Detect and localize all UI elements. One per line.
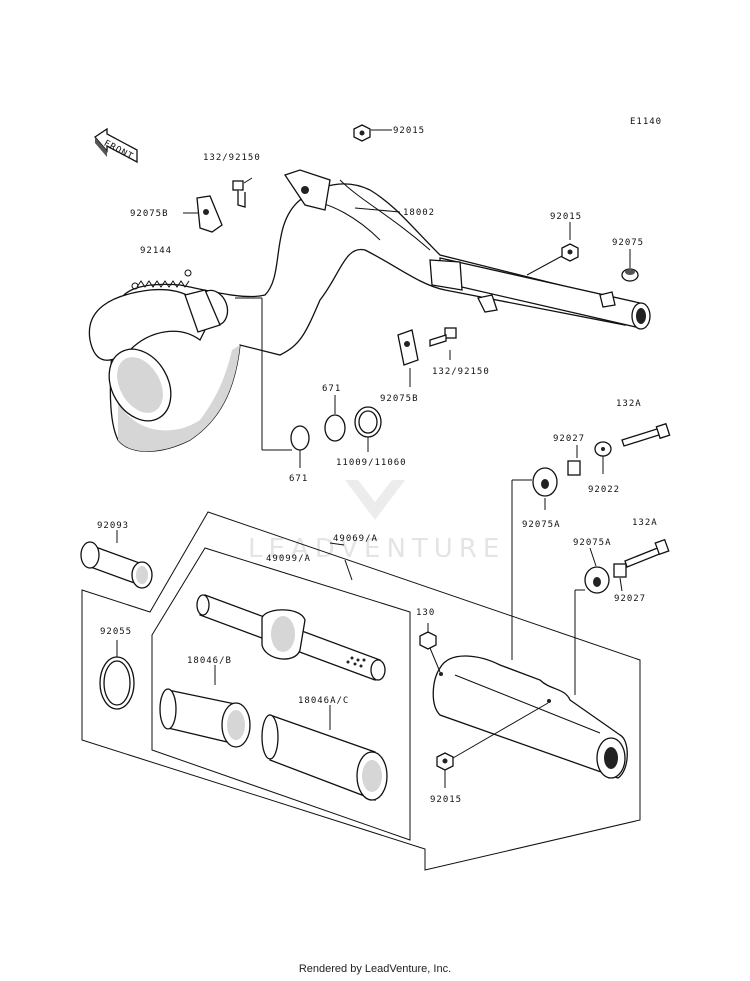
label-92055: 92055 [100, 627, 132, 637]
label-92075a-right: 92075A [573, 538, 612, 548]
label-11009-11060: 11009/11060 [336, 458, 407, 468]
packing-18046b [159, 688, 251, 748]
grommet-92075 [621, 268, 639, 282]
label-49069a: 49069/A [333, 534, 378, 544]
label-92015-bottom: 92015 [430, 795, 462, 805]
gasket-671-a [290, 425, 310, 451]
label-92144: 92144 [140, 246, 172, 256]
label-18002: 18002 [403, 208, 435, 218]
label-132a-right: 132A [632, 518, 658, 528]
bolt-132a-right [624, 538, 670, 568]
washer-92022 [594, 441, 612, 457]
label-92093: 92093 [97, 521, 129, 531]
part-labels: 92015 132/92150 18002 92075B 92015 92075… [97, 126, 658, 805]
label-671-b: 671 [322, 384, 341, 394]
label-18046b: 18046/B [187, 656, 232, 666]
label-130: 130 [416, 608, 435, 618]
watermark: LEADVENTURE [248, 480, 505, 564]
label-18046ac: 18046A/C [298, 696, 349, 706]
bolt-132a-top [621, 422, 671, 447]
label-92075b-top: 92075B [130, 209, 169, 219]
spring-92144 [131, 269, 192, 290]
label-92075a-left: 92075A [522, 520, 561, 530]
silencer-body [432, 655, 628, 779]
label-92075: 92075 [612, 238, 644, 248]
nut-92015-bottom [436, 752, 454, 771]
bolt-132-mid [429, 327, 457, 347]
oring-92055 [99, 656, 135, 710]
label-671-a: 671 [289, 474, 308, 484]
nut-130 [419, 631, 437, 650]
collar-92027-top [567, 460, 581, 476]
label-132-92150-top: 132/92150 [203, 153, 261, 163]
watermark-text: LEADVENTURE [248, 534, 505, 564]
packing-18046ac [261, 714, 388, 801]
label-132a-top: 132A [616, 399, 642, 409]
grommet-92075a-right [584, 566, 610, 594]
sleeve-92093 [80, 541, 153, 589]
exhaust-pipe-part [88, 169, 651, 452]
nut-92015-top [353, 124, 371, 142]
label-132-92150-mid: 132/92150 [432, 367, 490, 377]
assembly-outline-49099 [151, 547, 411, 841]
grommet-92075a-left [532, 467, 558, 497]
label-49099a: 49099/A [266, 554, 311, 564]
footer-credit: Rendered by LeadVenture, Inc. [298, 963, 452, 975]
diagram-code: E1140 [630, 117, 662, 127]
gasket-671-b [324, 414, 346, 442]
nut-92015-mid [561, 243, 579, 262]
leader-lines [116, 129, 631, 788]
label-92075b-mid: 92075B [380, 394, 419, 404]
label-92027-top: 92027 [553, 434, 585, 444]
label-92022: 92022 [588, 485, 620, 495]
bolt-132-top [232, 180, 246, 208]
label-92027-right: 92027 [614, 594, 646, 604]
gasket-11009 [354, 406, 382, 438]
label-92015-top: 92015 [393, 126, 425, 136]
label-92015-mid: 92015 [550, 212, 582, 222]
inner-pipe-49099 [196, 594, 386, 681]
collar-92027-right [613, 563, 627, 578]
bracket-92075b-mid [397, 329, 419, 366]
assembly-outline-49069 [81, 511, 641, 871]
front-arrow-icon: FRONT [94, 127, 138, 164]
bracket-92075b-top [196, 195, 223, 233]
